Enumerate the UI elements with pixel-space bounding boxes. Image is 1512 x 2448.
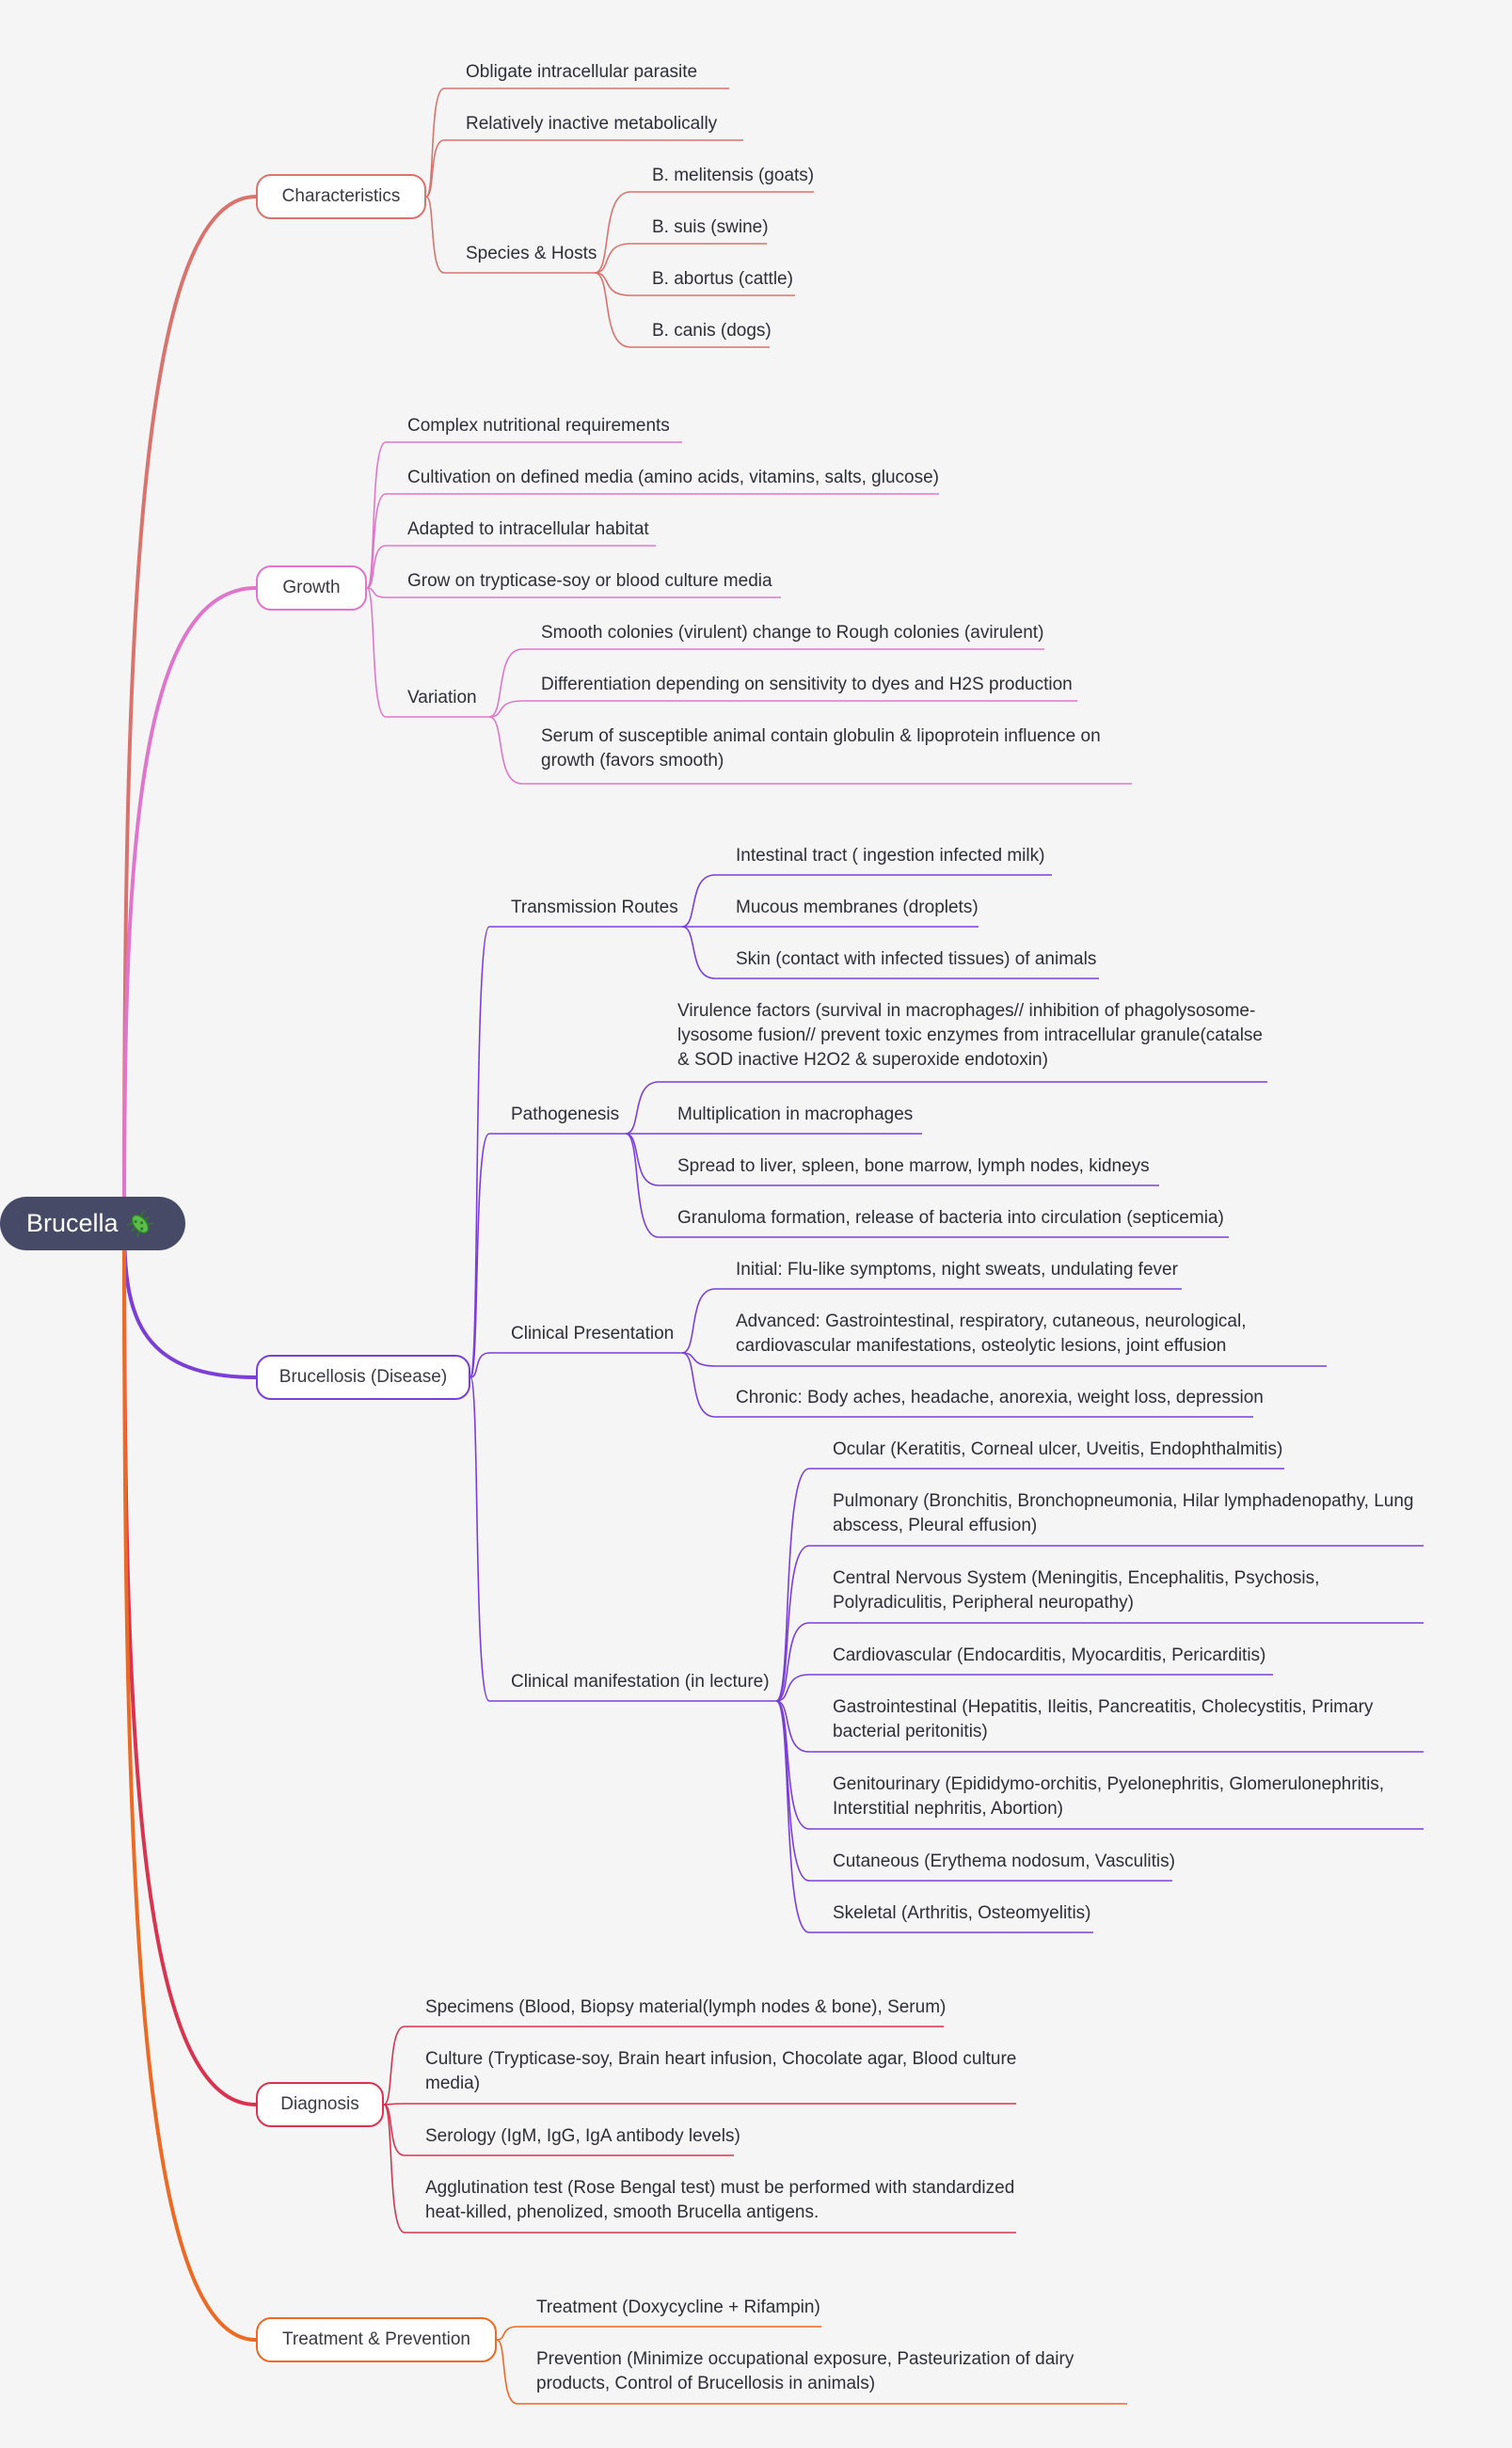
connector-line <box>681 874 716 928</box>
branch-brucellosis[interactable]: Brucellosis (Disease) <box>256 1355 470 1400</box>
connector-line <box>488 700 523 718</box>
connector-line <box>470 1133 490 1378</box>
connector-line <box>775 1545 810 1702</box>
pathogenesis-item[interactable]: Spread to liver, spleen, bone marrow, ly… <box>677 1156 1150 1176</box>
growth-item[interactable]: Adapted to intracellular habitat <box>407 519 649 539</box>
connector-line <box>425 139 445 198</box>
connector-line <box>775 1700 810 1933</box>
connector-line <box>470 926 490 1378</box>
diagnosis-item[interactable]: Culture (Trypticase-soy, Brain heart inf… <box>425 2049 1017 2093</box>
connector-line <box>425 196 445 274</box>
growth-item[interactable]: Grow on trypticase-soy or blood culture … <box>407 571 772 591</box>
transmission-item[interactable]: Skin (contact with infected tissues) of … <box>736 949 1097 969</box>
species-item[interactable]: B. abortus (cattle) <box>652 269 793 289</box>
species-item[interactable]: B. suis (swine) <box>652 217 769 237</box>
diagnosis-item[interactable]: Serology (IgM, IgG, IgA antibody levels) <box>425 2126 740 2146</box>
connector-line <box>488 648 523 718</box>
presentation-item[interactable]: Advanced: Gastrointestinal, respiratory,… <box>736 1311 1247 1356</box>
species-item[interactable]: B. melitensis (goats) <box>652 166 815 185</box>
node-species-hosts[interactable]: Species & Hosts <box>466 244 597 263</box>
connector-line <box>594 191 631 274</box>
diagnosis-item[interactable]: Specimens (Blood, Biopsy material(lymph … <box>425 1997 947 2017</box>
connector-line <box>775 1700 810 1882</box>
connector-line <box>681 1352 716 1418</box>
branch-growth[interactable]: Growth <box>256 565 367 611</box>
variation-item[interactable]: Smooth colonies (virulent) change to Rou… <box>541 623 1044 643</box>
manifestation-item[interactable]: Pulmonary (Bronchitis, Bronchopneumonia,… <box>833 1491 1414 1535</box>
node-clinical-presentation[interactable]: Clinical Presentation <box>511 1324 675 1343</box>
treatment-item[interactable]: Treatment (Doxycycline + Rifampin) <box>536 2297 820 2317</box>
connector-line <box>775 1700 810 1753</box>
growth-item[interactable]: Cultivation on defined media (amino acid… <box>407 468 939 487</box>
manifestation-item[interactable]: Genitourinary (Epididymo-orchitis, Pyelo… <box>833 1774 1385 1819</box>
manifestation-item[interactable]: Ocular (Keratitis, Corneal ulcer, Uveiti… <box>833 1439 1283 1459</box>
connector-line <box>383 2103 406 2106</box>
connector-line <box>775 1468 810 1702</box>
connector-line <box>470 1376 490 1702</box>
pathogenesis-item[interactable]: Virulence factors (survival in macrophag… <box>677 1001 1263 1070</box>
branch-diagnosis[interactable]: Diagnosis <box>256 2082 384 2127</box>
microbe-icon <box>126 1210 153 1237</box>
species-item[interactable]: B. canis (dogs) <box>652 321 772 341</box>
diagnosis-item[interactable]: Agglutination test (Rose Bengal test) mu… <box>425 2178 1015 2222</box>
variation-item[interactable]: Differentiation depending on sensitivity… <box>541 675 1073 694</box>
connector-line <box>681 1288 716 1354</box>
main-connector <box>122 586 257 1224</box>
connector-line <box>425 87 445 198</box>
manifestation-item[interactable]: Cardiovascular (Endocarditis, Myocarditi… <box>833 1645 1266 1665</box>
transmission-item[interactable]: Intestinal tract ( ingestion infected mi… <box>736 846 1045 866</box>
node-clinical-manifestation[interactable]: Clinical manifestation (in lecture) <box>511 1672 770 1692</box>
connector-line <box>366 545 387 589</box>
connector-line <box>775 1674 810 1702</box>
treatment-item[interactable]: Prevention (Minimize occupational exposu… <box>536 2349 1074 2393</box>
main-connector <box>122 195 257 1224</box>
branch-characteristics[interactable]: Characteristics <box>256 174 426 219</box>
connector-line <box>488 716 523 785</box>
connector-line <box>775 1622 810 1702</box>
connector-line <box>594 272 631 296</box>
transmission-item[interactable]: Mucous membranes (droplets) <box>736 898 979 917</box>
manifestation-item[interactable]: Gastrointestinal (Hepatitis, Ileitis, Pa… <box>833 1697 1374 1741</box>
main-connector <box>122 1222 257 2106</box>
connector-line <box>383 2026 406 2106</box>
pathogenesis-item[interactable]: Granuloma formation, release of bacteria… <box>677 1208 1224 1228</box>
node-transmission-routes[interactable]: Transmission Routes <box>511 898 678 917</box>
manifestation-item[interactable]: Skeletal (Arthritis, Osteomyelitis) <box>833 1903 1091 1923</box>
connector-line <box>681 1352 716 1367</box>
presentation-item[interactable]: Initial: Flu-like symptoms, night sweats… <box>736 1260 1178 1280</box>
node-pathogenesis[interactable]: Pathogenesis <box>511 1105 620 1124</box>
connector-line <box>366 493 387 589</box>
growth-item[interactable]: Complex nutritional requirements <box>407 416 670 436</box>
root-label: Brucella <box>26 1209 119 1237</box>
connector-line <box>496 2339 518 2405</box>
manifestation-item[interactable]: Central Nervous System (Meningitis, Ence… <box>833 1568 1320 1613</box>
characteristics-item[interactable]: Relatively inactive metabolically <box>466 114 718 134</box>
connector-line <box>681 926 716 979</box>
connector-line <box>383 2104 406 2156</box>
main-connector <box>122 1222 257 2342</box>
connector-line <box>470 1352 490 1378</box>
connector-line <box>594 272 631 348</box>
node-variation[interactable]: Variation <box>407 688 477 707</box>
connector-line <box>625 1133 660 1186</box>
branch-treatment-prevention[interactable]: Treatment & Prevention <box>256 2317 497 2362</box>
manifestation-item[interactable]: Cutaneous (Erythema nodosum, Vasculitis) <box>833 1852 1175 1871</box>
characteristics-item[interactable]: Obligate intracellular parasite <box>466 62 698 82</box>
connector-line <box>594 243 631 274</box>
root-node[interactable]: Brucella <box>0 1197 185 1250</box>
connector-line <box>625 1081 660 1135</box>
connector-line <box>366 587 387 718</box>
presentation-item[interactable]: Chronic: Body aches, headache, anorexia,… <box>736 1388 1264 1407</box>
connector-line <box>366 587 387 598</box>
connector-line <box>625 1133 660 1238</box>
connector-line <box>383 2104 406 2233</box>
variation-item[interactable]: Serum of susceptible animal contain glob… <box>541 726 1101 771</box>
pathogenesis-item[interactable]: Multiplication in macrophages <box>677 1105 914 1124</box>
connector-line <box>496 2326 518 2341</box>
connector-line <box>775 1700 810 1830</box>
